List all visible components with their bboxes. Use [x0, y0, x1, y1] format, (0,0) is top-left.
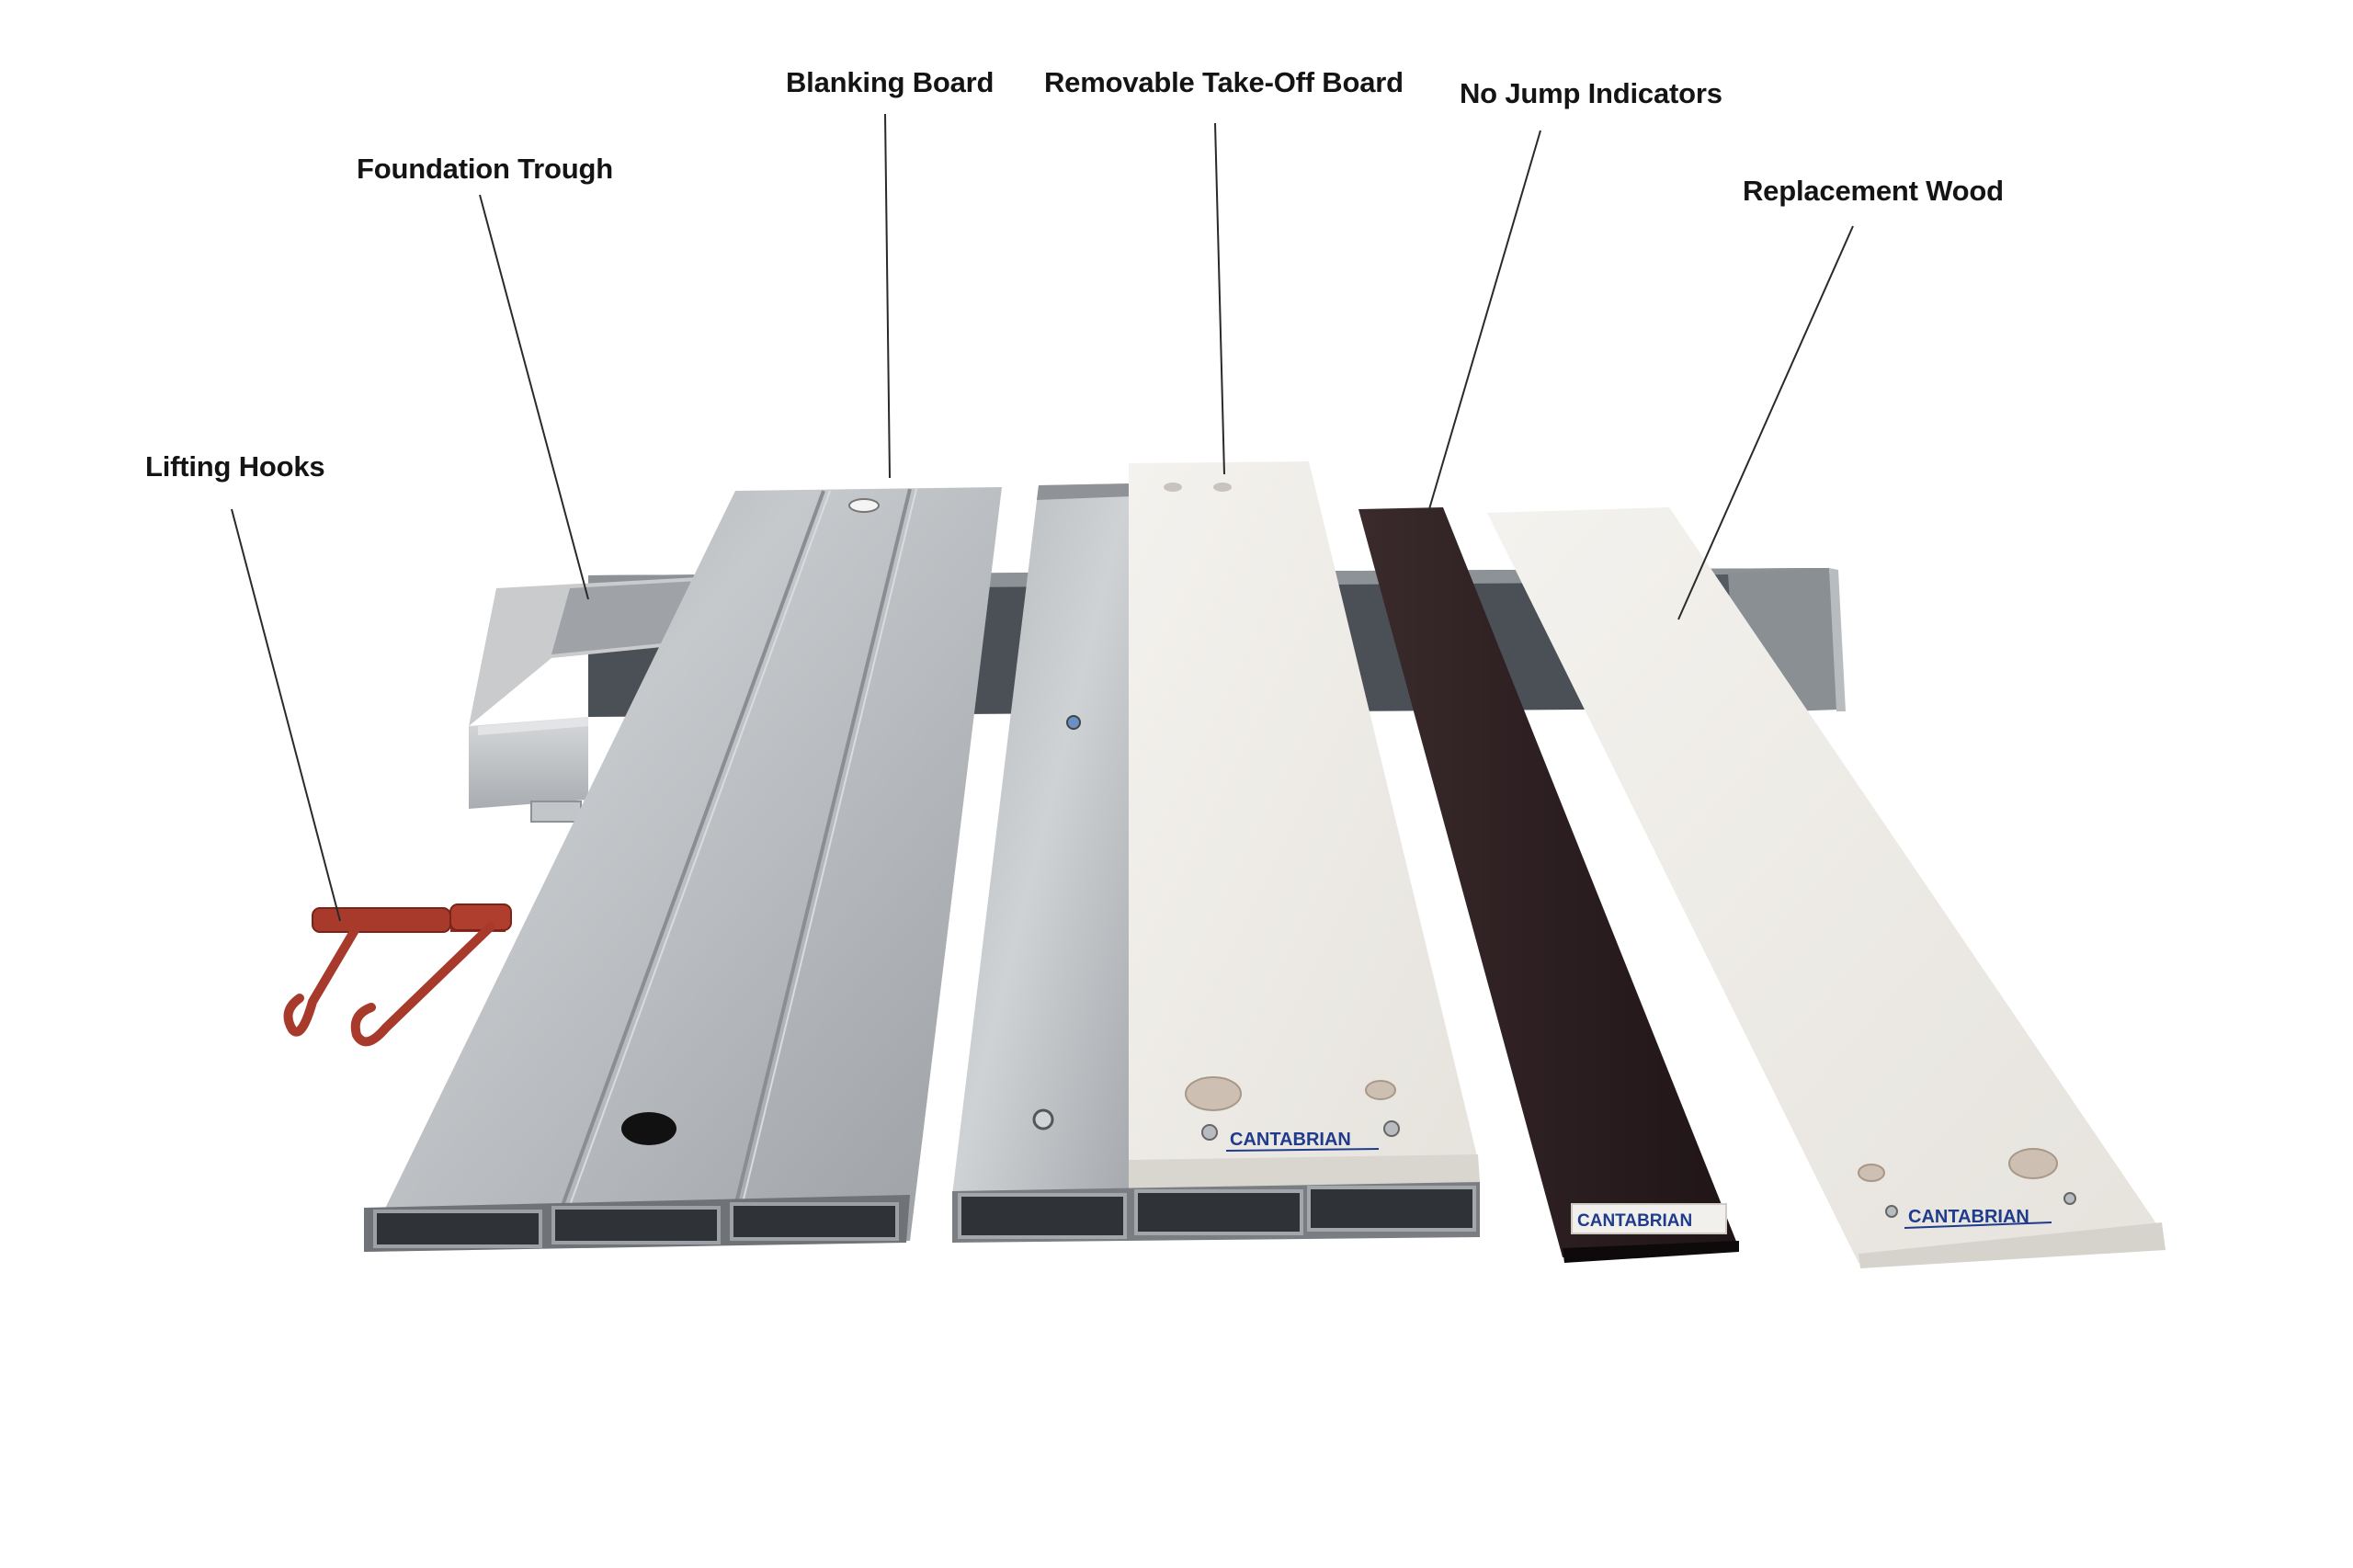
- label-replacement-wood: Replacement Wood: [1743, 175, 2004, 207]
- leader-no-jump-indicators: [1426, 130, 1541, 519]
- leader-blanking-board: [884, 113, 891, 479]
- removable-take-off-board: CANTABRIAN: [952, 461, 1480, 1243]
- blanking-board: [364, 487, 1002, 1252]
- no-jump-indicators: CANTABRIAN: [1358, 507, 1739, 1263]
- brand-mark-replacement: CANTABRIAN: [1908, 1207, 2029, 1227]
- brand-mark-take-off: CANTABRIAN: [1230, 1130, 1351, 1150]
- leader-lines: [231, 113, 1854, 922]
- label-blanking-board: Blanking Board: [786, 66, 995, 98]
- lifting-hooks: [283, 903, 512, 1047]
- label-removable-take-off-board: Removable Take-Off Board: [1044, 66, 1404, 98]
- replacement-wood: CANTABRIAN: [1487, 507, 2165, 1268]
- leader-take-off-board: [1214, 122, 1225, 475]
- brand-mark-indicators: CANTABRIAN: [1577, 1211, 1692, 1231]
- leader-foundation-trough: [479, 194, 589, 600]
- label-foundation-trough: Foundation Trough: [357, 153, 613, 185]
- label-no-jump-indicators: No Jump Indicators: [1460, 77, 1722, 109]
- leader-replacement-wood: [1677, 225, 1854, 620]
- label-lifting-hooks: Lifting Hooks: [145, 450, 325, 483]
- leader-lifting-hooks: [231, 508, 341, 922]
